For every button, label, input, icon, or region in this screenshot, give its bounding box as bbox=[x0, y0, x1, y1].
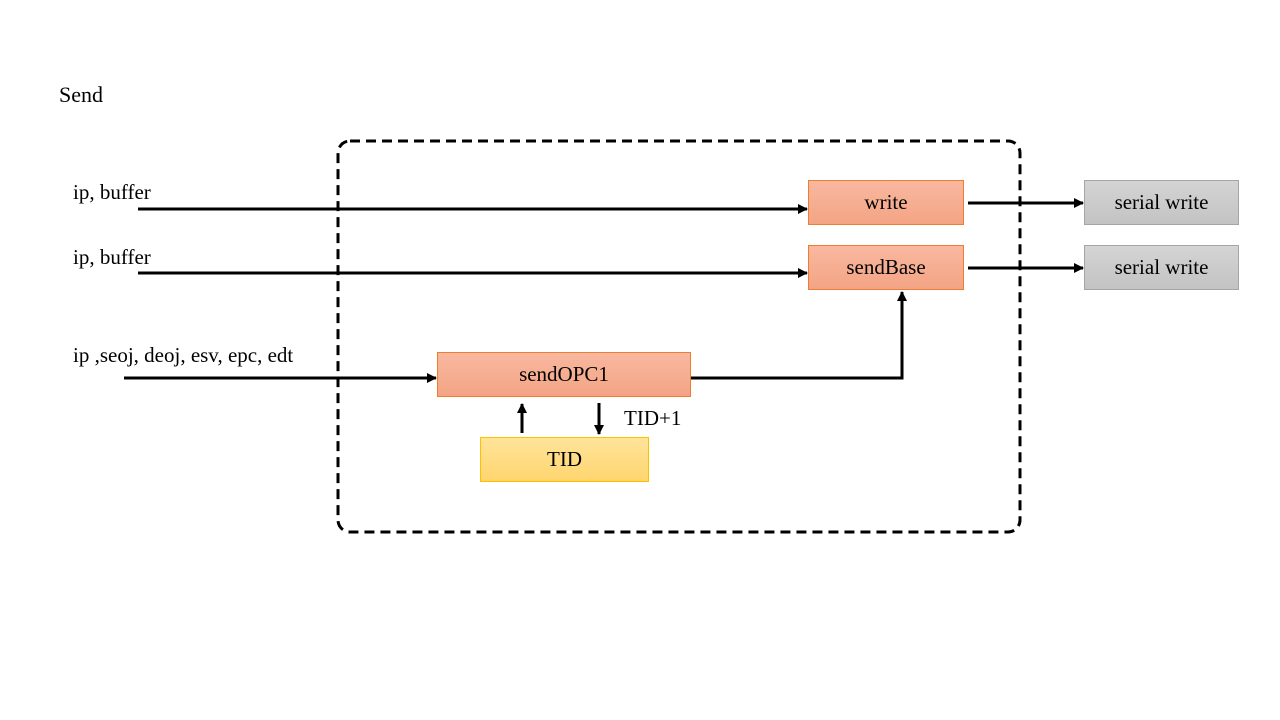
tid-node-label: TID bbox=[547, 447, 582, 471]
write-node-label: write bbox=[864, 190, 908, 214]
tid-increment-label: TID+1 bbox=[624, 406, 682, 430]
sendbase-node: sendBase bbox=[808, 245, 964, 290]
page-title: Send bbox=[59, 82, 103, 107]
tid-node: TID bbox=[480, 437, 649, 482]
write-node: write bbox=[808, 180, 964, 225]
input-label-row2: ip, buffer bbox=[73, 245, 151, 269]
input-label-row3: ip ,seoj, deoj, esv, epc, edt bbox=[73, 343, 294, 367]
serial-write-node-1-label: serial write bbox=[1114, 190, 1209, 214]
sendbase-node-label: sendBase bbox=[846, 255, 926, 279]
dashed-container bbox=[336, 139, 1022, 534]
arrow-sendopc1-to-sendbase bbox=[691, 291, 907, 380]
serial-write-node-2-label: serial write bbox=[1114, 255, 1209, 279]
serial-write-node-2: serial write bbox=[1084, 245, 1239, 290]
sendopc1-node-label: sendOPC1 bbox=[519, 362, 609, 386]
serial-write-node-1: serial write bbox=[1084, 180, 1239, 225]
sendopc1-node: sendOPC1 bbox=[437, 352, 691, 397]
input-label-row1: ip, buffer bbox=[73, 180, 151, 204]
